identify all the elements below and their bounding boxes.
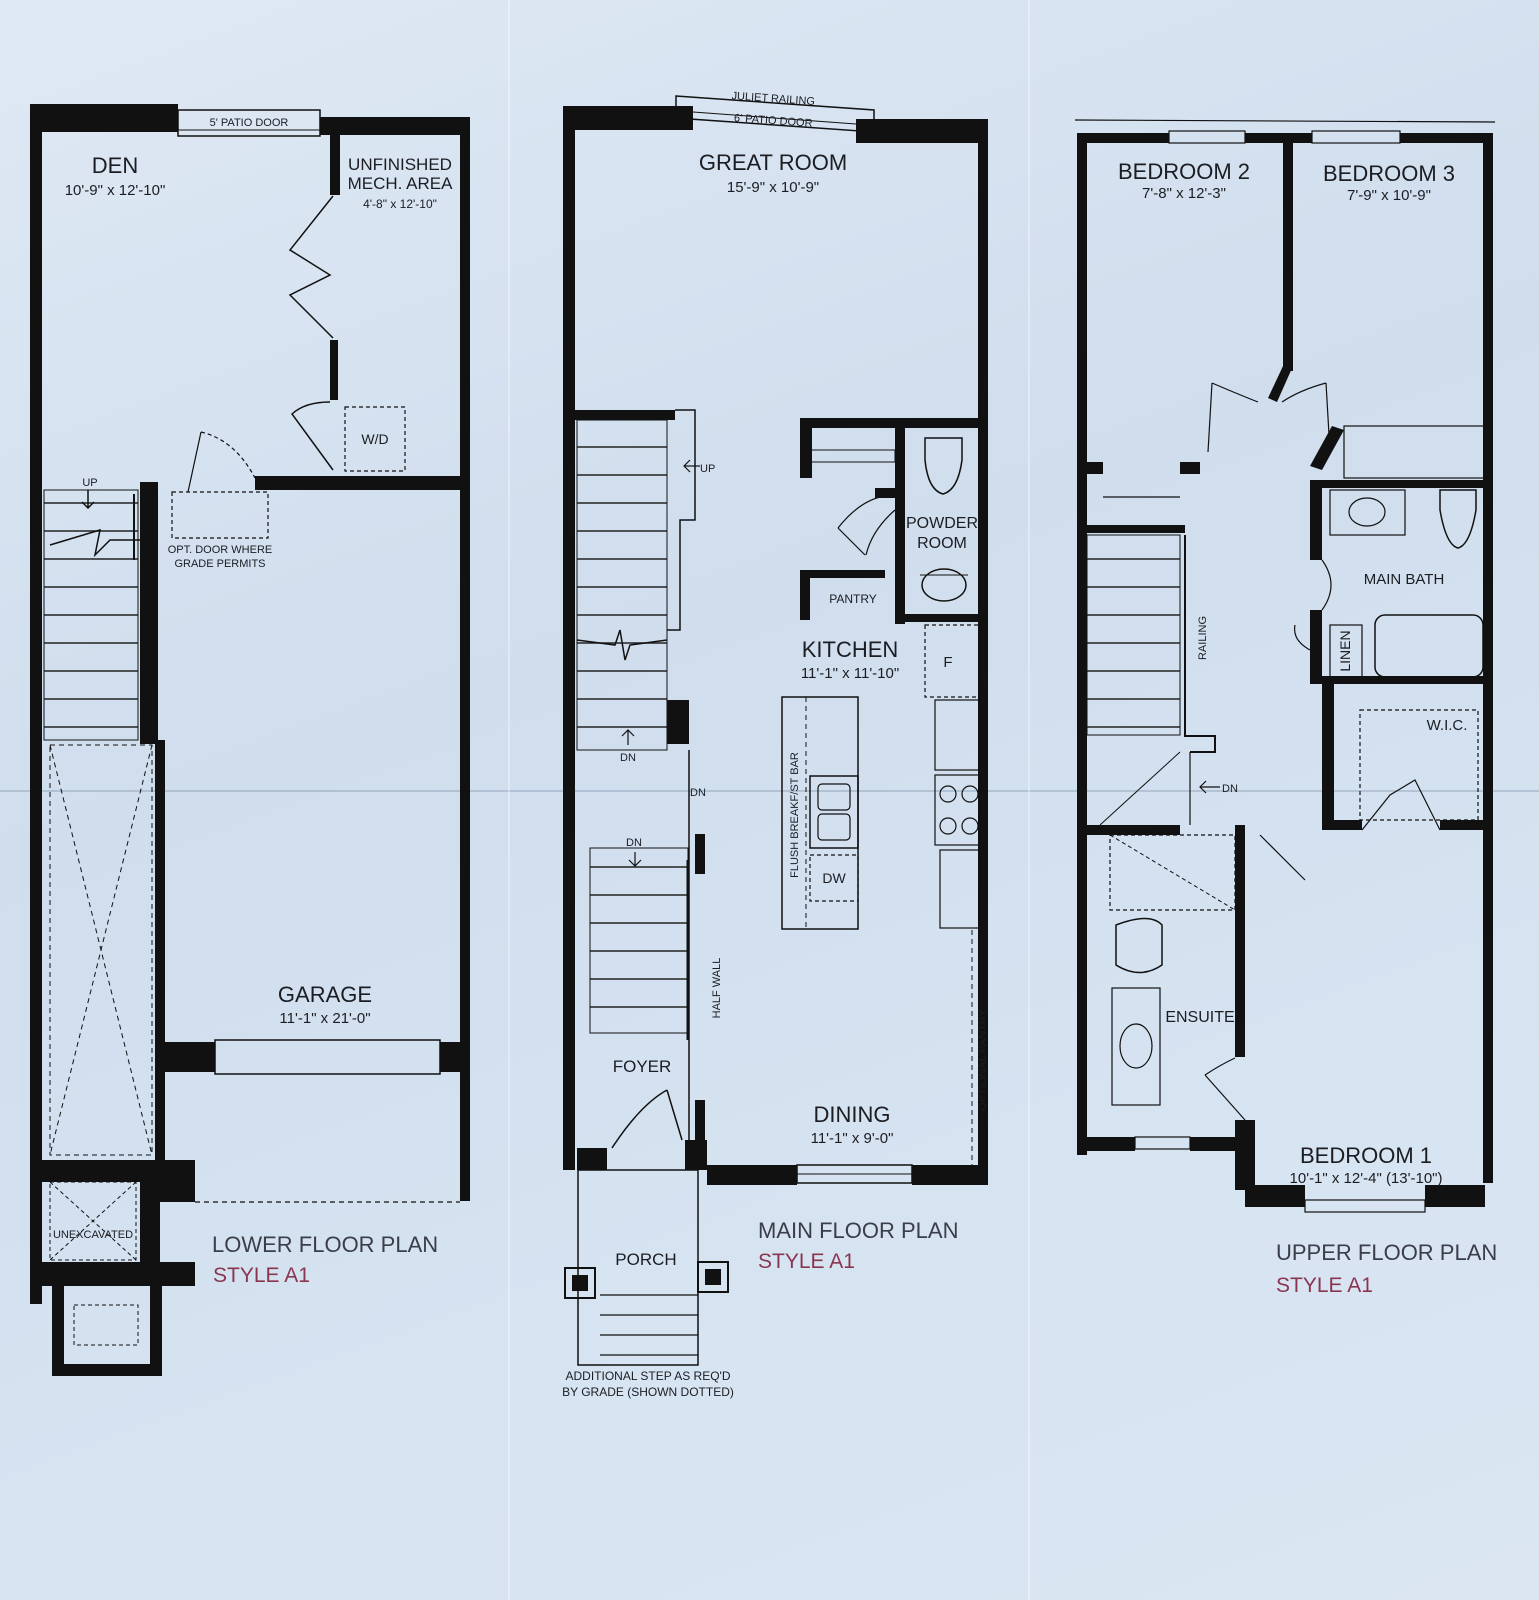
main-dining-dim: 11'-1" x 9'-0" xyxy=(811,1130,894,1147)
main-juliet-label: JULIET RAILING xyxy=(731,90,815,108)
upper-bedroom3-label: BEDROOM 3 xyxy=(1323,161,1455,186)
main-step-note-1: ADDITIONAL STEP AS REQ'D xyxy=(566,1369,731,1383)
main-floor-plan xyxy=(563,95,988,1366)
upper-main-bath-label: MAIN BATH xyxy=(1364,571,1445,588)
main-up-label: UP xyxy=(700,463,715,475)
upper-bedroom1-label: BEDROOM 1 xyxy=(1300,1143,1432,1168)
main-breakfast-bar-label: FLUSH BREAKF/ST BAR xyxy=(789,752,801,878)
main-patio-door-label: 6' PATIO DOOR xyxy=(734,112,813,129)
upper-railing-label: RAILING xyxy=(1197,616,1209,660)
main-fridge-label: F xyxy=(943,654,952,671)
main-step-note-2: BY GRADE (SHOWN DOTTED) xyxy=(562,1385,734,1399)
main-powder-label-1: POWDER xyxy=(906,515,978,532)
lower-den-dim: 10'-9" x 12'-10" xyxy=(65,182,166,199)
upper-linen-label: LINEN xyxy=(1337,630,1353,671)
upper-plan-style: STYLE A1 xyxy=(1276,1274,1373,1297)
main-dining-label: DINING xyxy=(814,1102,891,1127)
lower-mech-dim: 4'-8" x 12'-10" xyxy=(363,197,437,211)
main-great-room-dim: 15'-9" x 10'-9" xyxy=(727,179,819,196)
upper-plan-title: UPPER FLOOR PLAN xyxy=(1276,1240,1497,1265)
upper-bedroom2-label: BEDROOM 2 xyxy=(1118,159,1250,184)
paper-fold-vertical-left xyxy=(508,0,510,1600)
main-dw-label: DW xyxy=(822,870,846,886)
lower-garage-label: GARAGE xyxy=(278,982,372,1007)
lower-floor-plan xyxy=(30,104,470,1376)
upper-bedroom2-dim: 7'-8" x 12'-3" xyxy=(1142,185,1226,202)
main-kitchen-label: KITCHEN xyxy=(802,637,899,662)
main-dn-label-1: DN xyxy=(620,752,636,764)
main-porch-label: PORCH xyxy=(615,1250,676,1269)
lower-unexcavated-label: UNEXCAVATED xyxy=(53,1229,133,1241)
main-great-room-label: GREAT ROOM xyxy=(699,150,847,175)
lower-patio-door-label: 5' PATIO DOOR xyxy=(210,117,289,129)
lower-mech-label-2: MECH. AREA xyxy=(348,174,454,193)
lower-mech-label-1: UNFINISHED xyxy=(348,155,452,174)
main-half-wall-label: HALF WALL xyxy=(711,958,723,1019)
lower-den-label: DEN xyxy=(92,153,138,178)
upper-wic-label: W.I.C. xyxy=(1427,717,1468,734)
main-powder-label-2: ROOM xyxy=(917,535,967,552)
main-dn-label-3: DN xyxy=(626,837,642,849)
lower-opt-door-1: OPT. DOOR WHERE xyxy=(168,544,273,556)
upper-ensuite-label: ENSUITE xyxy=(1165,1009,1234,1026)
lower-opt-door-2: GRADE PERMITS xyxy=(174,558,265,570)
main-pantry-label: PANTRY xyxy=(829,592,877,606)
lower-plan-title: LOWER FLOOR PLAN xyxy=(212,1232,438,1257)
main-foyer-label: FOYER xyxy=(613,1057,672,1076)
upper-floor-plan xyxy=(1074,119,1496,1213)
main-optional-pantry-label: OPTIONAL PANTRY xyxy=(977,1008,989,1111)
lower-up-label: UP xyxy=(82,477,97,489)
upper-bedroom1-dim: 10'-1" x 12'-4" (13'-10") xyxy=(1290,1170,1443,1187)
main-plan-style: STYLE A1 xyxy=(758,1250,855,1273)
lower-plan-style: STYLE A1 xyxy=(213,1264,310,1287)
upper-bedroom3-dim: 7'-9" x 10'-9" xyxy=(1347,187,1431,204)
main-plan-title: MAIN FLOOR PLAN xyxy=(758,1218,958,1243)
lower-wd-label: W/D xyxy=(361,431,388,447)
paper-fold-vertical-right xyxy=(1028,0,1030,1600)
main-kitchen-dim: 11'-1" x 11'-10" xyxy=(801,665,899,682)
upper-dn-label: DN xyxy=(1222,783,1238,795)
main-dn-label-2: DN xyxy=(690,787,706,799)
paper-fold-horizontal xyxy=(0,790,1539,792)
lower-garage-dim: 11'-1" x 21'-0" xyxy=(279,1010,370,1027)
